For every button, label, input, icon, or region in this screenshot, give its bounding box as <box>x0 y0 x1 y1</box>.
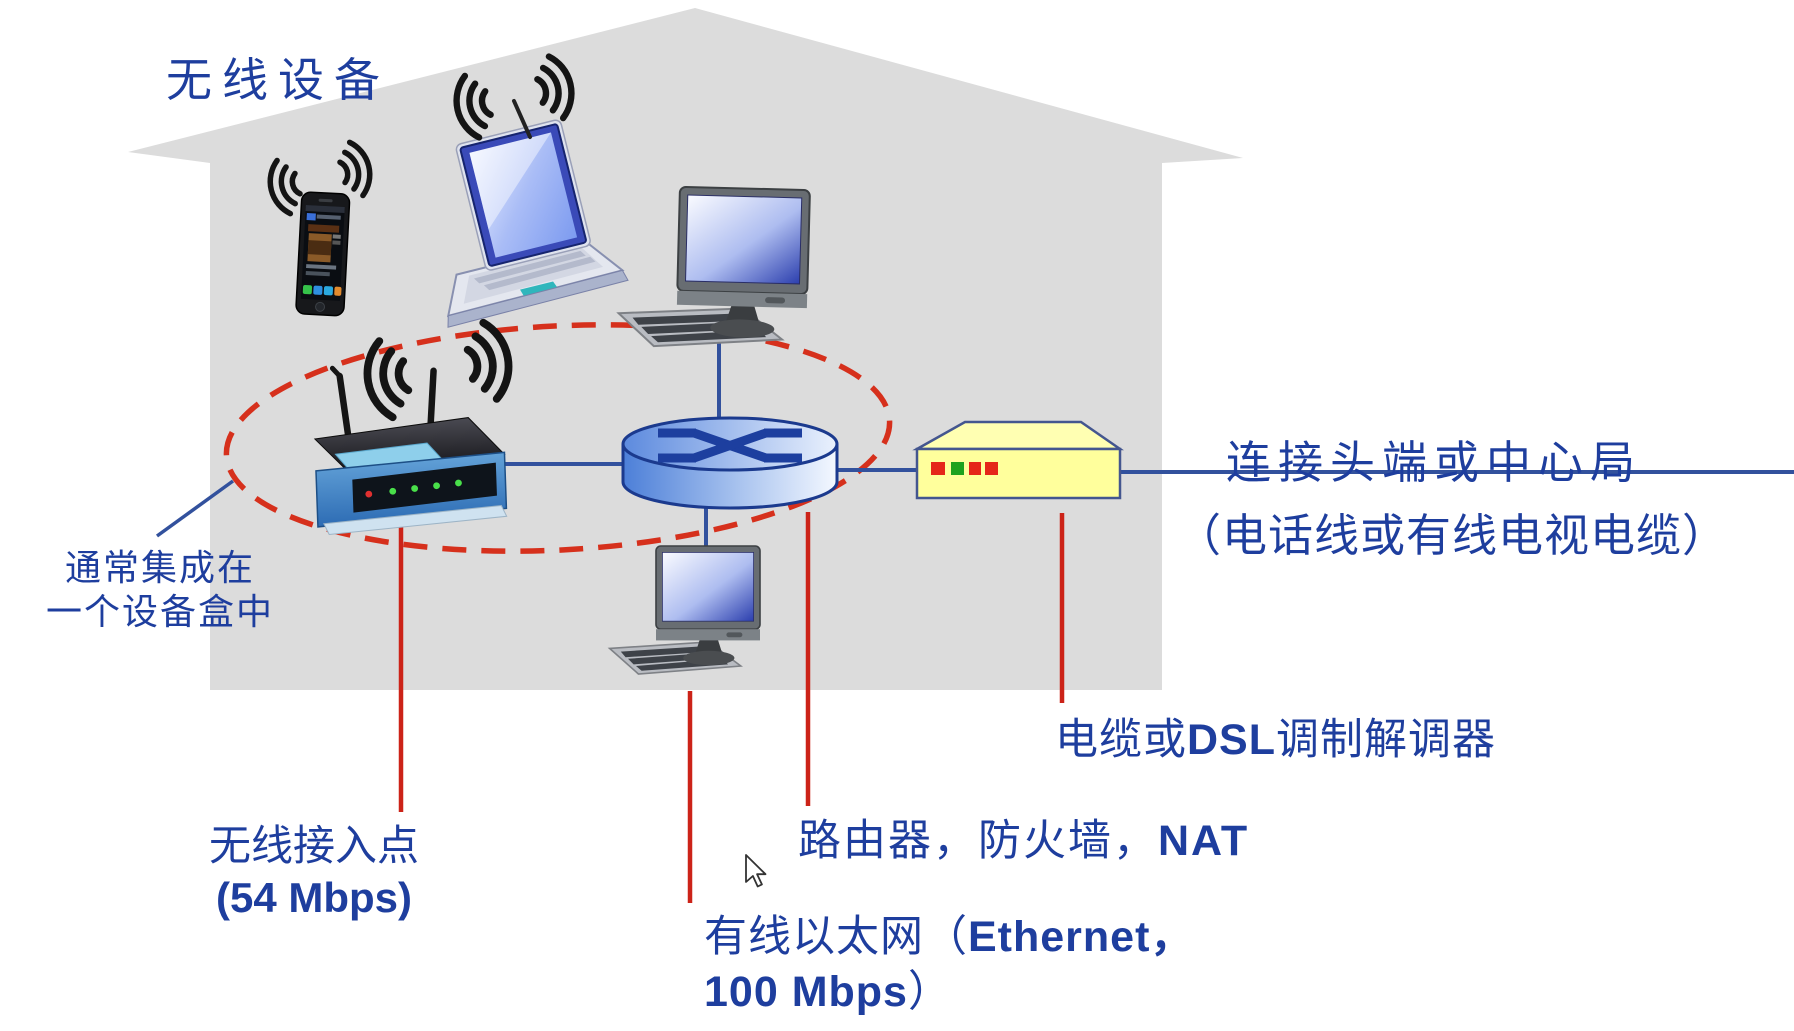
modem-label-post: 调制解调器 <box>1276 716 1496 764</box>
modem-label-pre: 电缆或 <box>1055 716 1187 764</box>
smartphone-icon <box>295 191 351 317</box>
headend-label-line2: （电话线或有线电视电缆） <box>1176 510 1729 561</box>
access-point-label: 无线接入点 (54 Mbps) <box>182 820 446 924</box>
modem-label: 电缆或DSL调制解调器 <box>1055 705 1496 767</box>
wireless-access-point-icon <box>313 365 508 536</box>
ethernet-label-speed: 100 Mbps <box>704 968 908 1016</box>
callout-line-integrated <box>155 479 235 538</box>
modem-label-dsl: DSL <box>1187 716 1276 764</box>
integrated-box-label-line2: 一个设备盒中 <box>45 591 274 632</box>
coverage-ellipse <box>223 322 893 554</box>
ethernet-label: 有线以太网（Ethernet， 100 Mbps） <box>704 910 1194 1020</box>
integrated-box-label: 通常集成在 一个设备盒中 <box>26 546 294 634</box>
ethernet-label-close-paren: ） <box>907 968 952 1016</box>
laptop-icon <box>446 119 629 328</box>
access-point-label-line2: (54 Mbps) <box>215 874 412 921</box>
router-label-pre: 路由器，防火墙， <box>798 817 1158 865</box>
modem-icon <box>912 420 1125 500</box>
router-label-nat: NAT <box>1158 817 1250 865</box>
ethernet-label-bold: Ethernet， <box>968 913 1195 961</box>
mouse-cursor-icon <box>745 854 767 888</box>
router-icon <box>621 416 839 510</box>
headend-label-line1: 连接头端或中心局 <box>1226 437 1643 488</box>
integrated-box-label-line1: 通常集成在 <box>64 547 255 588</box>
ethernet-label-line1: 有线以太网（Ethernet， <box>704 910 1194 965</box>
laptop-antenna <box>512 99 532 139</box>
wireless-devices-label: 无线设备 <box>166 54 390 106</box>
router-firewall-nat-label: 路由器，防火墙，NAT <box>798 806 1249 868</box>
access-point-label-line1: 无线接入点 <box>208 822 419 869</box>
router-x-symbol <box>658 428 802 463</box>
ethernet-label-pre: 有线以太网（ <box>704 913 968 961</box>
ethernet-label-line2: 100 Mbps） <box>704 965 1194 1020</box>
